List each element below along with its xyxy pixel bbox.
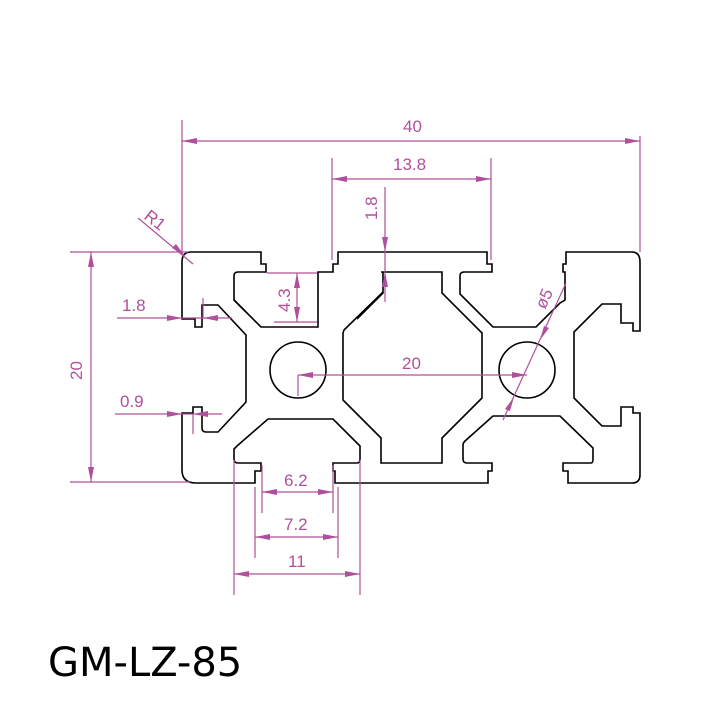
dim-center-distance: 20 (402, 354, 421, 373)
dim-slot-opening: 6.2 (284, 471, 308, 490)
dim-overall-width: 40 (403, 117, 422, 136)
profile-outline (181, 251, 641, 484)
dim-slot-inner: 7.2 (284, 515, 308, 534)
dim-overall-height: 20 (67, 361, 86, 380)
center-cavity (342, 271, 483, 464)
dim-slot-width: 11 (288, 552, 306, 571)
right-bore (498, 341, 556, 399)
dim-side-gap: 0.9 (120, 392, 144, 411)
dim-corner-radius: R1 (141, 206, 170, 234)
left-bore (269, 341, 327, 399)
dim-top-lip: 1.8 (362, 196, 381, 220)
outer-contour (181, 251, 641, 484)
dim-slot-depth: 4.3 (275, 288, 294, 312)
left-core-cavity-top (233, 299, 247, 313)
dim-side-lip: 1.8 (122, 296, 146, 315)
part-number-title: GM-LZ-85 (48, 640, 243, 686)
dim-bore-diameter: ø5 (531, 286, 557, 312)
dimensions: 40 13.8 1.8 R1 20 1.8 0.9 (67, 117, 641, 595)
dim-top-slot-width: 13.8 (393, 155, 426, 174)
